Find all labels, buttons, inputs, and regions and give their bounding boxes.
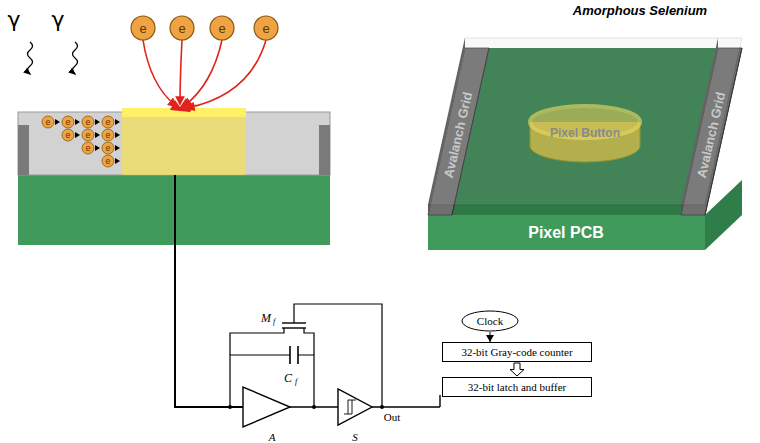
connector: [510, 363, 524, 376]
electron-label: e: [45, 118, 50, 127]
electron-label: e: [85, 131, 90, 140]
clock-ellipse: Clock: [461, 310, 519, 332]
pcb-label: Pixel PCB: [528, 225, 604, 241]
logic-block: 32-bit latch and buffer: [442, 377, 592, 397]
electron-label: e: [105, 157, 110, 166]
logic-block: 32-bit Gray-code counter: [442, 342, 592, 362]
electron-label: e: [218, 22, 225, 35]
subscript: f: [273, 318, 275, 326]
electron-label: e: [105, 118, 110, 127]
electron-label: e: [262, 22, 269, 35]
button-label: Pixel Button: [550, 127, 620, 139]
electron-label: e: [85, 144, 90, 153]
electron-label: e: [65, 118, 70, 127]
electron-label: e: [139, 22, 146, 35]
electron-label: e: [65, 131, 70, 140]
electron-label: e: [178, 22, 185, 35]
block-text: 32-bit latch and buffer: [468, 381, 566, 393]
material-label: Amorphous Selenium: [573, 4, 707, 17]
gamma-symbol: γ: [51, 9, 64, 31]
comparator-label: S: [352, 432, 358, 443]
output-label: Out: [384, 412, 401, 423]
electron-label: e: [105, 131, 110, 140]
component-name: M: [261, 312, 271, 324]
component-name: C: [284, 372, 292, 384]
gamma-symbol: γ: [7, 9, 20, 31]
block-text: 32-bit Gray-code counter: [461, 346, 572, 358]
subscript: f: [295, 378, 297, 386]
electron-label: e: [85, 118, 90, 127]
amplifier-label: A: [269, 432, 276, 443]
electron-label: e: [105, 144, 110, 153]
block-text: Clock: [477, 315, 503, 327]
connector: [486, 332, 494, 342]
